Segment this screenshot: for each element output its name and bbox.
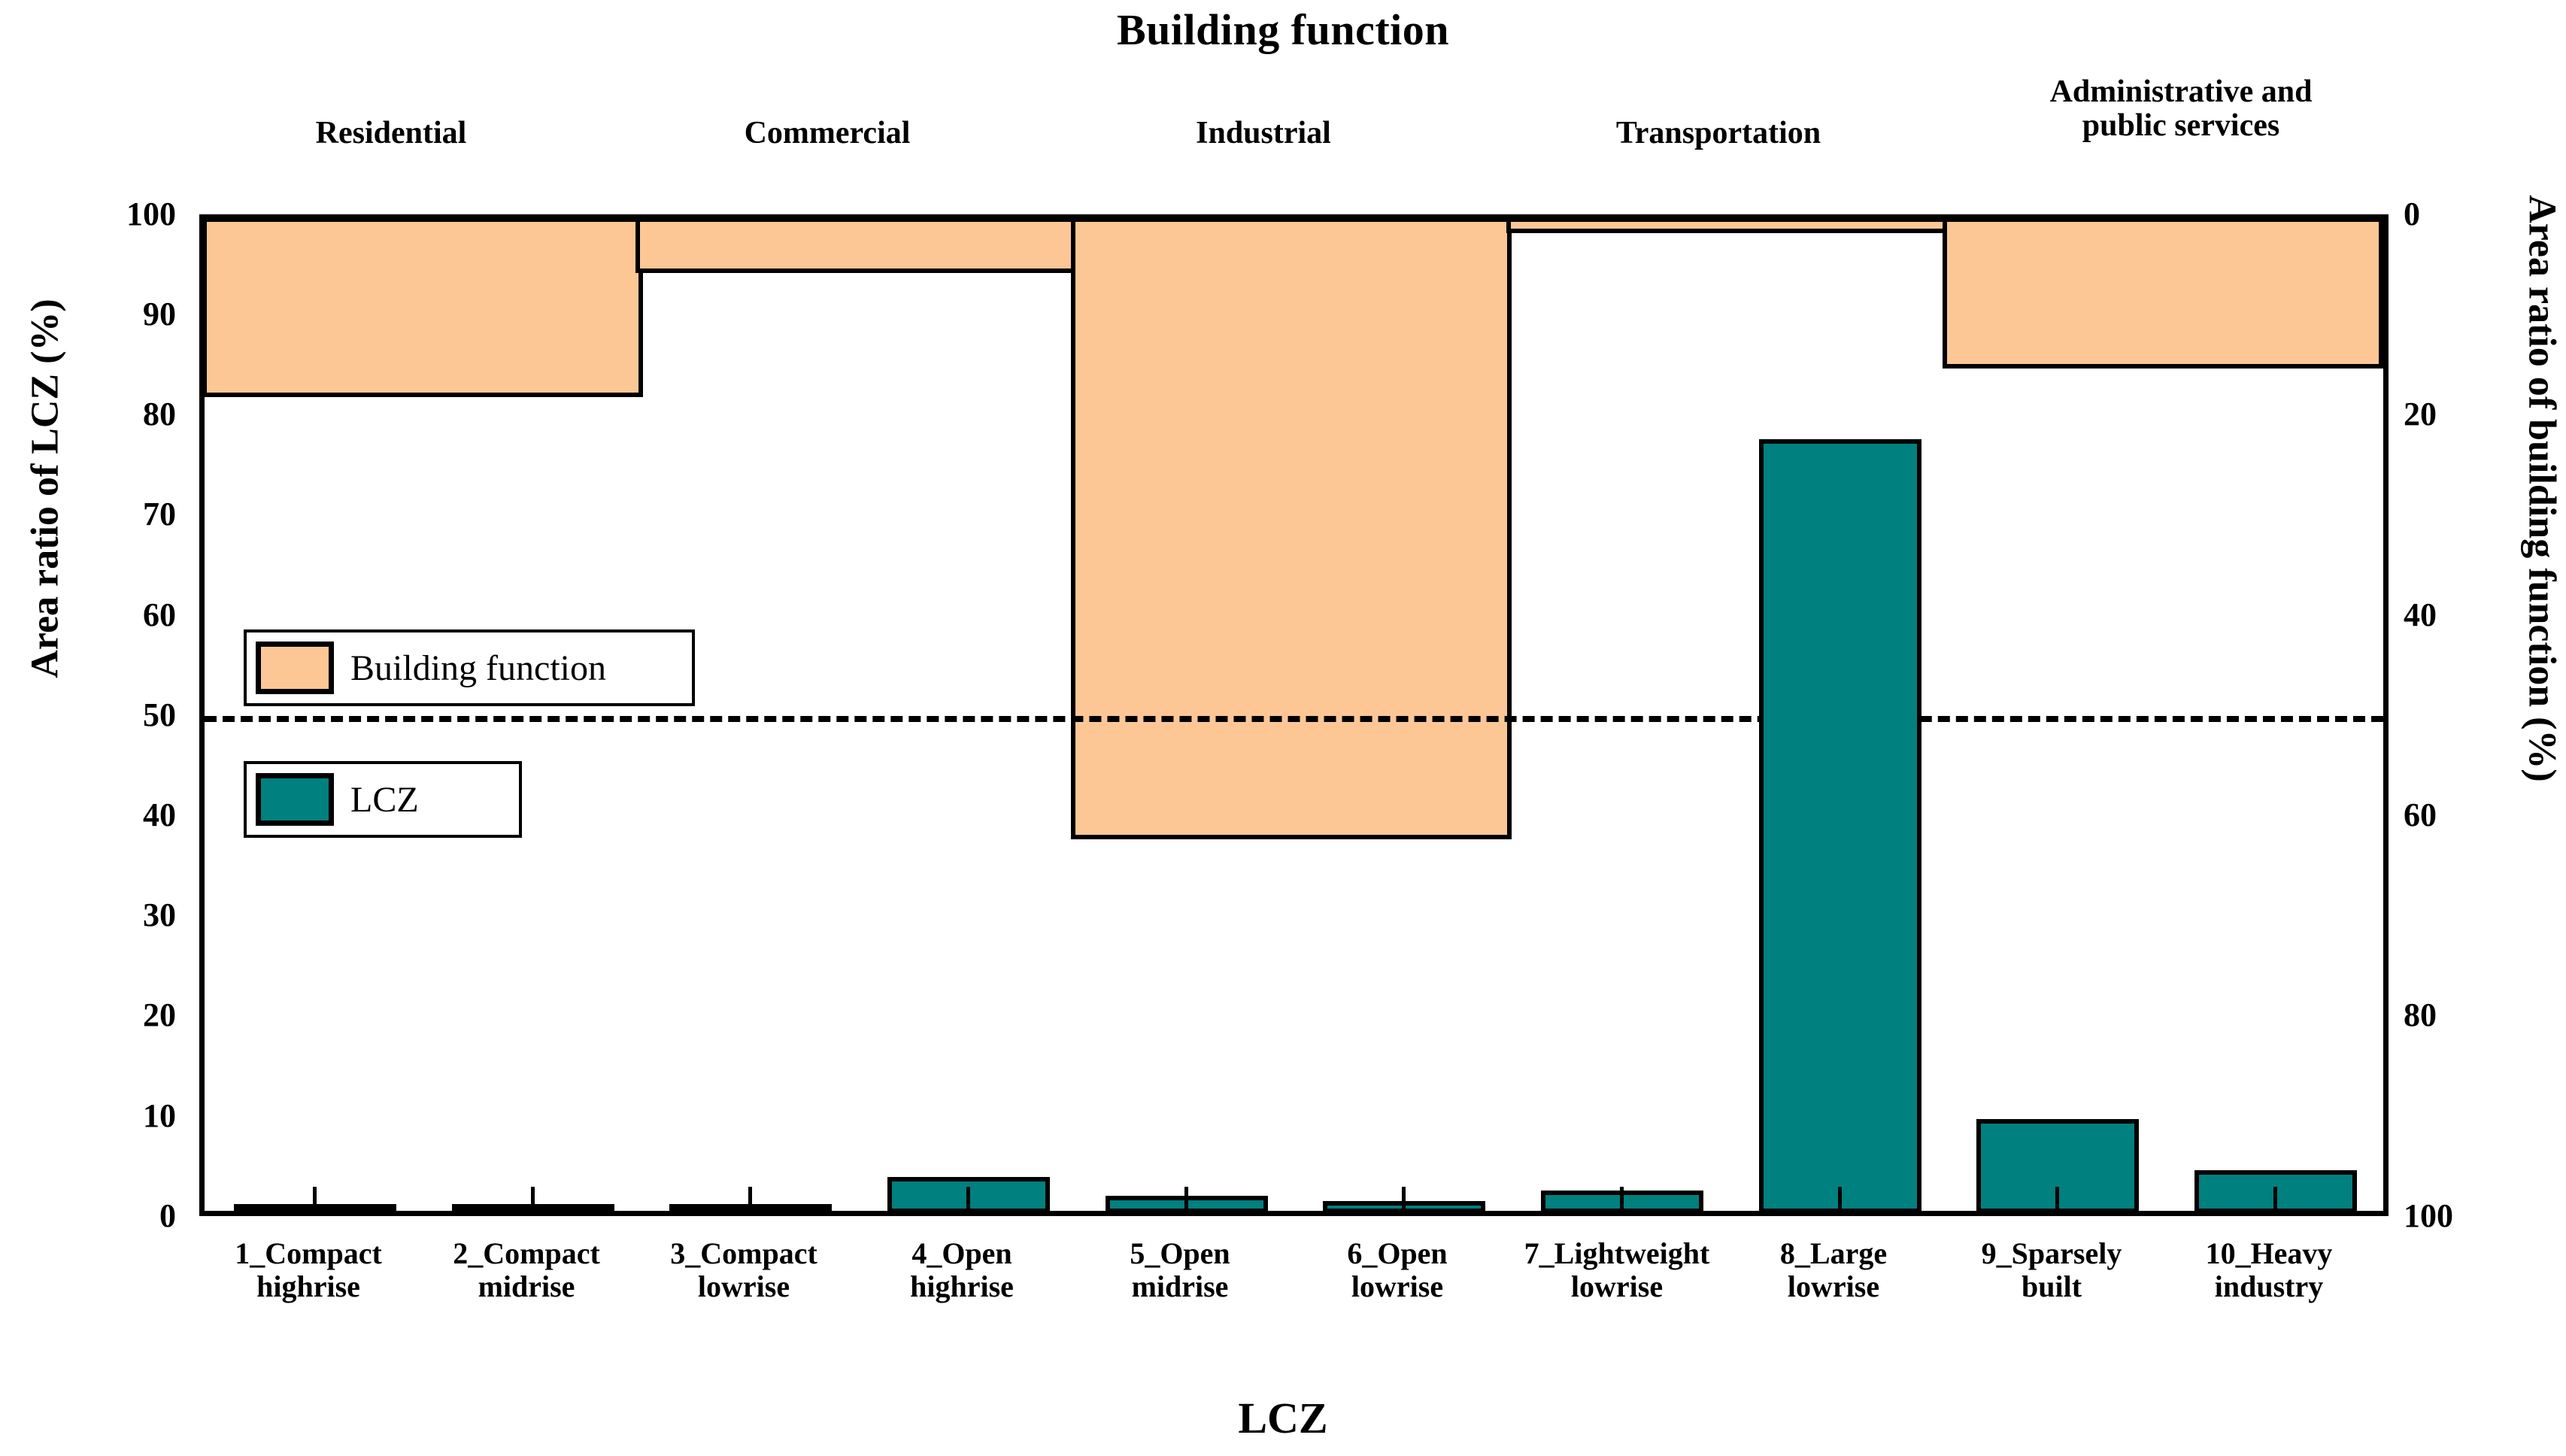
x-label-line: lowrise bbox=[1351, 1269, 1444, 1303]
x-label-line: midrise bbox=[478, 1269, 575, 1303]
bar-building-function-residential[interactable] bbox=[202, 217, 643, 397]
x-label-line: 5_Open bbox=[1130, 1236, 1230, 1270]
x-tick bbox=[2273, 1187, 2277, 1211]
y-tick-label-right: 80 bbox=[2404, 996, 2437, 1033]
x-label-line: highrise bbox=[910, 1269, 1014, 1303]
x-tick-label-6: 6_Open lowrise bbox=[1288, 1237, 1506, 1303]
y-tick-label-left: 10 bbox=[143, 1097, 176, 1134]
legend-swatch-lcz bbox=[256, 773, 334, 826]
group-label-line: Administrative and bbox=[2049, 74, 2313, 109]
legend-label-building-function: Building function bbox=[350, 648, 606, 688]
y-tick-label-right: 0 bbox=[2404, 196, 2420, 232]
group-label-residential: Residential bbox=[180, 116, 602, 150]
legend-item-lcz[interactable]: LCZ bbox=[244, 761, 522, 838]
group-label-line: Industrial bbox=[1196, 116, 1331, 150]
x-label-line: 3_Compact bbox=[670, 1236, 817, 1270]
x-label-line: lowrise bbox=[1570, 1269, 1664, 1303]
x-tick-label-1: 1_Compact highrise bbox=[199, 1237, 417, 1303]
y-tick-label-left: 70 bbox=[143, 496, 176, 532]
x-tick-label-10: 10_Heavy industry bbox=[2160, 1237, 2378, 1303]
y-tick-label-left: 90 bbox=[143, 296, 176, 332]
group-label-administrative-and-public-services: Administrative and public services bbox=[1940, 74, 2422, 144]
x-tick bbox=[2055, 1187, 2059, 1211]
x-tick bbox=[1838, 1187, 1842, 1211]
bar-lcz-8-large-lowrise[interactable] bbox=[1759, 439, 1921, 1213]
y-tick-label-left: 60 bbox=[143, 596, 176, 633]
x-tick-label-2: 2_Compact midrise bbox=[417, 1237, 635, 1303]
plot-area: Building function LCZ bbox=[199, 214, 2389, 1216]
y-tick-label-right: 20 bbox=[2404, 396, 2437, 432]
chart-title: Building function bbox=[1116, 5, 1450, 54]
group-label-line: Transportation bbox=[1615, 116, 1821, 150]
x-label-line: 10_Heavy bbox=[2205, 1236, 2333, 1270]
y-tick-label-left: 40 bbox=[143, 796, 176, 833]
x-label-line: 1_Compact bbox=[235, 1236, 382, 1270]
reference-line-50 bbox=[205, 716, 2383, 722]
y-tick-label-left: 100 bbox=[126, 196, 176, 232]
y-tick-label-right: 60 bbox=[2404, 796, 2437, 833]
y-tick-label-right: 100 bbox=[2404, 1197, 2453, 1234]
x-tick-label-7: 7_Lightweight lowrise bbox=[1493, 1237, 1741, 1303]
x-tick bbox=[313, 1187, 317, 1211]
x-tick-label-4: 4_Open highrise bbox=[853, 1237, 1071, 1303]
group-label-line: Commercial bbox=[744, 116, 911, 150]
group-label-transportation: Transportation bbox=[1493, 116, 1944, 150]
legend-item-building-function[interactable]: Building function bbox=[244, 629, 695, 706]
x-label-line: highrise bbox=[256, 1269, 360, 1303]
y-tick-label-left: 50 bbox=[143, 696, 176, 733]
x-label-line: lowrise bbox=[1787, 1269, 1880, 1303]
legend-swatch-building-function bbox=[256, 642, 334, 694]
y-tick-label-left: 30 bbox=[143, 896, 176, 933]
bar-building-function-administrative-and-public-services[interactable] bbox=[1943, 217, 2383, 369]
x-tick bbox=[1402, 1187, 1406, 1211]
bar-building-function-industrial[interactable] bbox=[1071, 217, 1512, 839]
x-tick bbox=[966, 1187, 970, 1211]
legend-label-lcz: LCZ bbox=[350, 779, 419, 820]
y-tick-label-left: 20 bbox=[143, 996, 176, 1033]
x-label-line: 8_Large bbox=[1779, 1236, 1888, 1270]
x-label-line: midrise bbox=[1131, 1269, 1229, 1303]
x-tick-label-5: 5_Open midrise bbox=[1071, 1237, 1289, 1303]
y-tick-label-right: 40 bbox=[2404, 596, 2437, 633]
x-tick-label-9: 9_Sparsely built bbox=[1943, 1237, 2161, 1303]
x-label-line: 9_Sparsely bbox=[1981, 1236, 2122, 1270]
x-label-line: 7_Lightweight bbox=[1524, 1236, 1710, 1270]
x-tick bbox=[1620, 1187, 1624, 1211]
x-label-line: 4_Open bbox=[911, 1236, 1012, 1270]
y-tick-label-left: 0 bbox=[159, 1197, 176, 1234]
x-tick bbox=[531, 1187, 535, 1211]
y-tick-label-left: 80 bbox=[143, 396, 176, 432]
group-label-industrial: Industrial bbox=[1053, 116, 1474, 150]
group-label-line: Residential bbox=[315, 116, 467, 150]
bar-building-function-commercial[interactable] bbox=[635, 217, 1076, 273]
x-label-line: 6_Open bbox=[1347, 1236, 1448, 1270]
x-tick bbox=[1184, 1187, 1188, 1211]
x-label-line: industry bbox=[2214, 1269, 2324, 1303]
x-label-line: lowrise bbox=[697, 1269, 790, 1303]
x-tick-label-8: 8_Large lowrise bbox=[1724, 1237, 1943, 1303]
x-tick-label-3: 3_Compact lowrise bbox=[635, 1237, 853, 1303]
x-label-line: 2_Compact bbox=[453, 1236, 600, 1270]
bar-building-function-transportation[interactable] bbox=[1506, 217, 1947, 233]
x-axis-title: LCZ bbox=[1238, 1394, 1328, 1442]
group-label-line: public services bbox=[2082, 108, 2280, 144]
x-label-line: built bbox=[2021, 1269, 2082, 1303]
group-label-commercial: Commercial bbox=[617, 116, 1038, 150]
x-tick bbox=[748, 1187, 752, 1211]
